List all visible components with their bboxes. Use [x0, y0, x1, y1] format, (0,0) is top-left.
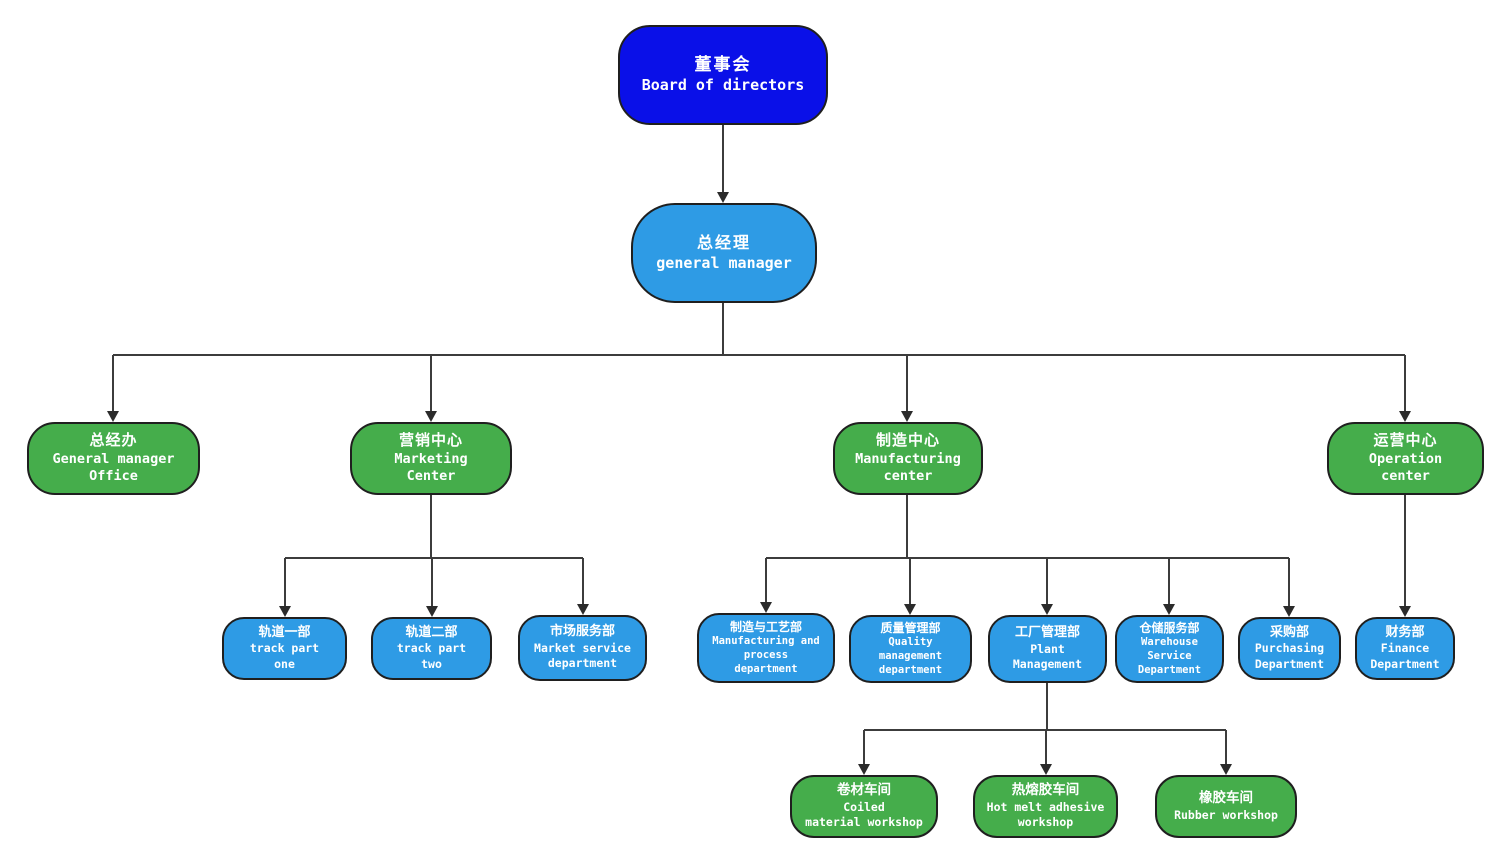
node-title: 热熔胶车间 — [1011, 782, 1080, 799]
node-rubber-workshop: 橡胶车间 Rubber workshop — [1155, 775, 1297, 838]
node-subtitle: track part two — [396, 641, 467, 671]
node-title: 质量管理部 — [880, 620, 941, 635]
node-manufacturing-center: 制造中心 Manufacturing center — [833, 422, 983, 495]
node-subtitle: Quality management department — [878, 636, 943, 676]
node-title: 董事会 — [694, 55, 752, 76]
node-purchasing-department: 采购部 Purchasing Department — [1238, 617, 1341, 680]
node-title: 轨道二部 — [405, 624, 458, 640]
node-title: 轨道一部 — [258, 624, 311, 640]
node-subtitle: Warehouse Service Department — [1137, 636, 1202, 676]
node-manufacturing-process-department: 制造与工艺部 Manufacturing and process departm… — [697, 613, 835, 683]
node-subtitle: Purchasing Department — [1254, 641, 1325, 671]
node-subtitle: Market service department — [534, 640, 631, 671]
node-general-manager-office: 总经办 General manager Office — [27, 422, 200, 495]
node-general-manager: 总经理 general manager — [631, 203, 817, 303]
node-subtitle: general manager — [656, 253, 792, 272]
node-warehouse-service-department: 仓储服务部 Warehouse Service Department — [1115, 615, 1224, 683]
node-marketing-center: 营销中心 Marketing Center — [350, 422, 512, 495]
node-title: 市场服务部 — [549, 624, 615, 640]
node-title: 仓储服务部 — [1139, 620, 1200, 635]
node-subtitle: Hot melt adhesive workshop — [986, 799, 1105, 830]
node-track-part-one: 轨道一部 track part one — [222, 617, 347, 680]
node-subtitle: Manufacturing and process department — [712, 635, 820, 675]
node-plant-management: 工厂管理部 Plant Management — [988, 615, 1107, 683]
node-title: 总经理 — [696, 232, 751, 252]
node-subtitle: Operation center — [1368, 450, 1443, 485]
node-title: 制造与工艺部 — [729, 619, 802, 634]
node-subtitle: Marketing Center — [394, 450, 468, 485]
node-subtitle: Board of directors — [641, 76, 805, 95]
node-title: 营销中心 — [398, 431, 463, 450]
node-board-of-directors: 董事会 Board of directors — [618, 25, 828, 125]
node-quality-management-department: 质量管理部 Quality management department — [849, 615, 972, 683]
node-subtitle: Coiled material workshop — [805, 799, 923, 830]
node-title: 橡胶车间 — [1199, 789, 1253, 806]
node-coiled-material-workshop: 卷材车间 Coiled material workshop — [790, 775, 938, 838]
node-subtitle: track part one — [249, 641, 320, 671]
node-title: 采购部 — [1269, 624, 1309, 640]
node-market-service-department: 市场服务部 Market service department — [518, 615, 647, 681]
node-title: 卷材车间 — [837, 782, 891, 799]
node-subtitle: Rubber workshop — [1174, 807, 1278, 822]
node-title: 运营中心 — [1373, 431, 1438, 450]
node-subtitle: Manufacturing center — [855, 450, 961, 485]
node-title: 财务部 — [1385, 624, 1425, 640]
node-finance-department: 财务部 Finance Department — [1355, 617, 1455, 680]
node-title: 制造中心 — [875, 431, 940, 450]
node-subtitle: General manager Office — [52, 450, 175, 485]
node-track-part-two: 轨道二部 track part two — [371, 617, 492, 680]
node-subtitle: Finance Department — [1370, 641, 1440, 671]
node-title: 总经办 — [89, 431, 138, 450]
node-subtitle: Plant Management — [1012, 641, 1083, 672]
node-hot-melt-adhesive-workshop: 热熔胶车间 Hot melt adhesive workshop — [973, 775, 1118, 838]
node-title: 工厂管理部 — [1014, 625, 1080, 641]
node-operation-center: 运营中心 Operation center — [1327, 422, 1484, 495]
